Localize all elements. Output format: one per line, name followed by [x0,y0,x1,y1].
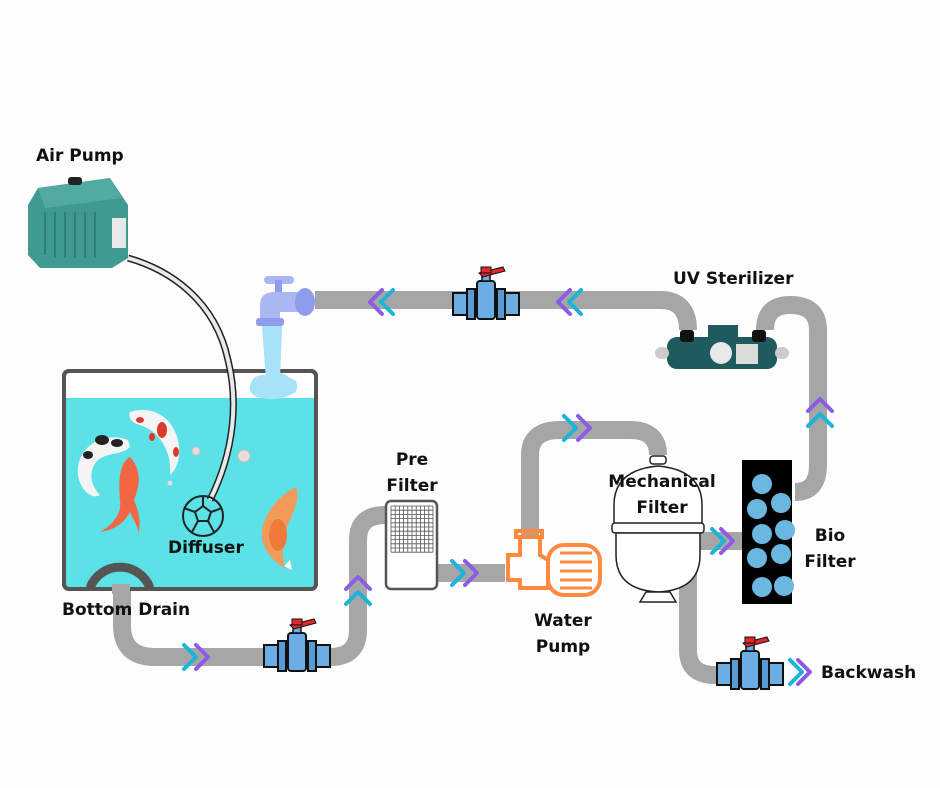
flow-arrow-icon [182,643,198,671]
flow-arrows [182,288,834,686]
pre-filter-icon [384,499,439,591]
label-diffuser: Diffuser [168,538,244,558]
flow-arrow-icon [562,414,578,442]
pipes [113,291,827,684]
flow-arrow-icon [796,658,812,686]
pipe-drain-to-prefilter [113,506,386,666]
koi-fish-icon [77,409,298,570]
label-bio-filter: Bio Filter [800,523,860,575]
flow-arrow-icon [806,412,834,428]
label-mechanical-filter: Mechanical Filter [602,469,722,521]
bio-media-ball [752,577,772,597]
valve-icon[interactable] [263,618,331,672]
label-bio-filter-line1: Bio [814,526,846,546]
label-bio-filter-line2: Filter [804,552,856,572]
flow-arrow-icon [463,559,479,587]
flow-arrow-icon [788,658,804,686]
pipe-uv-to-faucet [315,291,697,331]
bio-media-ball [774,576,794,596]
flow-arrow-icon [379,288,395,316]
air-hose [127,254,237,502]
mechanical-filter-icon [611,455,705,603]
valve-icon[interactable] [452,266,520,320]
uv-sterilizer-icon [655,325,789,369]
water-pump-icon [506,529,602,597]
flow-arrow-icon [719,527,735,555]
bio-media-ball [752,524,772,544]
bio-media-ball [771,493,791,513]
flow-arrow-icon [368,288,384,316]
bio-media-ball [771,544,791,564]
air-pump-icon [28,177,128,268]
label-backwash: Backwash [821,663,917,683]
faucet-icon [249,276,315,400]
flow-arrow-icon [806,397,834,413]
label-mechanical-filter-line2: Filter [636,498,688,518]
pipe-bio-to-uv [756,296,827,501]
pipe-pump-to-mechfilter [521,421,667,535]
flow-arrow-icon [710,527,726,555]
bio-media-ball [747,499,767,519]
label-water-pump: Water Pump [528,608,598,660]
bio-media-ball [752,474,772,494]
flow-arrow-icon [576,414,592,442]
flow-arrow-icon [194,643,210,671]
flow-arrow-icon [567,288,583,316]
flow-arrow-icon [556,288,572,316]
label-uv-sterilizer: UV Sterilizer [673,269,794,289]
pipe-backwash [679,553,745,684]
label-bottom-drain: Bottom Drain [62,600,191,620]
label-water-pump-line1: Water [534,611,592,631]
bio-media-ball [747,548,767,568]
label-pre-filter-line2: Filter [386,476,438,496]
flow-arrow-icon [344,590,372,606]
diffuser-icon [182,495,224,537]
bottom-drain-icon [85,562,155,594]
label-water-pump-line2: Pump [535,637,591,657]
label-pre-filter: Pre Filter [382,447,442,499]
label-pre-filter-line1: Pre [395,450,429,470]
flow-arrow-icon [450,559,466,587]
label-mechanical-filter-line1: Mechanical [608,472,716,492]
air-bubbles [167,446,251,486]
bio-media-ball [775,520,795,540]
valve-icon[interactable] [716,636,784,690]
label-air-pump: Air Pump [36,146,124,166]
flow-arrow-icon [344,575,372,591]
bio-filter-icon [742,460,795,604]
